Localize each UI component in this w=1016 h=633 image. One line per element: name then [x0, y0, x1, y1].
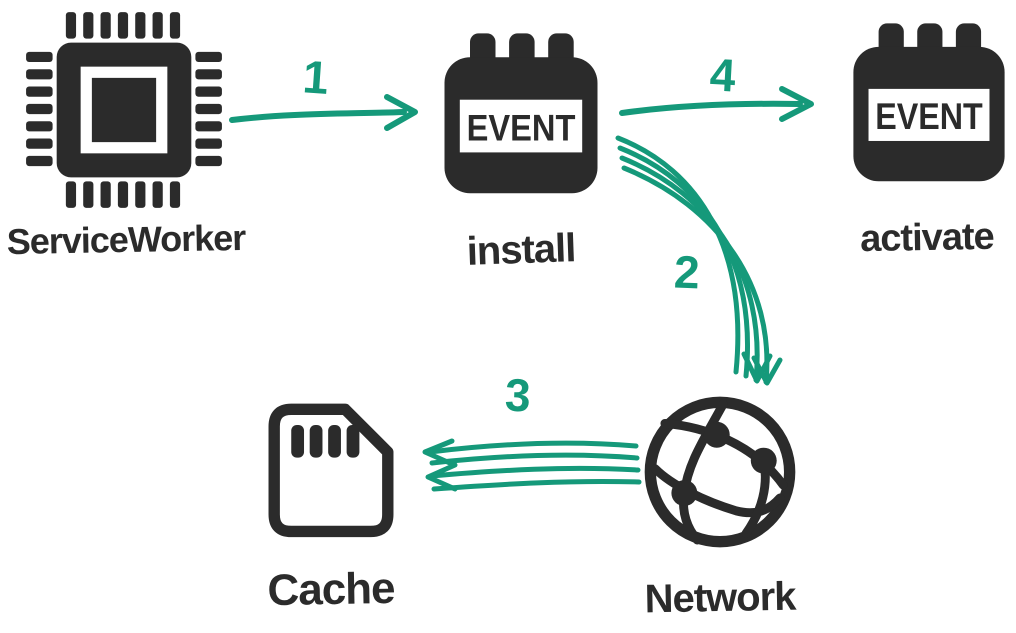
sd-card-icon [268, 403, 394, 538]
arrow-2-head [741, 351, 773, 384]
install-label: install [465, 226, 577, 274]
activate-label: activate [859, 215, 995, 261]
cpu-die [80, 66, 168, 154]
arrow-3-head [422, 438, 455, 467]
arrow-2-head [751, 355, 783, 386]
arrow-4-head [779, 86, 814, 122]
step-number-2: 2 [673, 245, 701, 299]
cpu-pins [26, 12, 222, 208]
event-text: EVENT [875, 96, 983, 137]
service-worker-label: ServiceWorker [6, 216, 246, 263]
cpu-body [56, 42, 192, 178]
calendar-event-icon-activate: EVENT [853, 23, 1005, 182]
step-number-3: 3 [504, 368, 532, 422]
cache-label: Cache [267, 563, 395, 616]
globe-nodes [671, 421, 777, 507]
globe-network-icon [644, 396, 796, 548]
arrow-3 [422, 438, 642, 492]
step-number-1: 1 [301, 50, 331, 104]
arrow-3-head [425, 462, 458, 492]
cpu-icon [26, 12, 222, 208]
arrow-1-head [384, 94, 418, 131]
event-text: EVENT [467, 106, 576, 148]
sd-card-pins [291, 424, 360, 458]
network-label: Network [644, 574, 796, 622]
step-number-4: 4 [708, 48, 737, 102]
calendar-event-icon-install: EVENT [444, 33, 598, 194]
